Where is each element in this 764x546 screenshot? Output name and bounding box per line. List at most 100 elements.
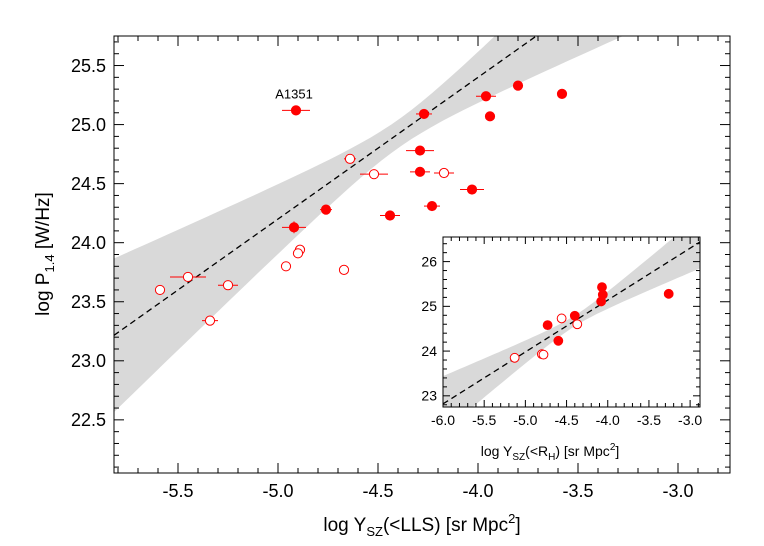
marker [292, 248, 304, 259]
main-y-axis-label: log P1.4 [W/Hz] [33, 192, 57, 316]
marker [344, 153, 356, 164]
marker [290, 105, 302, 116]
inset-fit-line [443, 241, 700, 405]
open-data-point [538, 349, 549, 360]
marker [418, 108, 430, 120]
filled-data-point [460, 184, 484, 195]
marker [480, 91, 492, 102]
y-tick-label: 24 [421, 343, 437, 359]
filled-data-point [476, 91, 496, 102]
marker [556, 313, 567, 324]
y-tick-label: 22.5 [71, 410, 106, 430]
open-data-point [202, 315, 218, 326]
open-data-point [509, 352, 520, 363]
main-data-points [154, 80, 568, 326]
x-tick-label: -5.5 [162, 481, 193, 501]
filled-data-point [416, 108, 432, 120]
marker [320, 204, 332, 215]
main-x-axis-ticks: -5.5 -5.0 -4.5 -4.0 -3.5 -3.0 [117, 36, 719, 501]
y-tick-label: 25.5 [71, 56, 106, 76]
main-x-axis-label: log YSZ(<LLS) [sr Mpc2] [323, 511, 520, 539]
filled-data-point [410, 166, 430, 177]
open-data-point [292, 248, 304, 259]
marker [553, 335, 564, 346]
inset-confidence-band [443, 237, 700, 407]
open-data-point [572, 319, 583, 330]
marker [414, 166, 426, 177]
inset-data-points [509, 282, 674, 363]
filled-data-point [424, 200, 440, 212]
marker [509, 352, 520, 363]
x-tick-label: -4.0 [462, 481, 493, 501]
filled-data-point [596, 296, 607, 307]
marker [414, 145, 426, 156]
main-annotations: A1351 [275, 87, 313, 102]
marker [426, 200, 438, 212]
marker [484, 111, 496, 122]
open-data-point [434, 167, 454, 179]
marker [288, 222, 300, 233]
marker [556, 88, 568, 99]
marker [542, 320, 553, 331]
x-tick-label: -4.5 [362, 481, 393, 501]
filled-data-point [484, 111, 496, 122]
marker [338, 264, 350, 275]
inset-x-axis-ticks: -6.0-5.5-5.0-4.5-4.0-3.5-3.0 [431, 237, 702, 428]
marker [596, 296, 607, 307]
marker [204, 315, 216, 326]
marker [538, 349, 549, 360]
x-tick-label: -5.0 [513, 412, 537, 428]
x-tick-label: -4.5 [554, 412, 578, 428]
best-fit-line [443, 241, 700, 405]
y-tick-label: 23.5 [71, 292, 106, 312]
marker [182, 271, 194, 283]
filled-data-point [512, 80, 524, 91]
open-data-point [170, 271, 206, 283]
annotation-label: A1351 [275, 87, 313, 102]
y-tick-label: 25 [421, 298, 437, 314]
filled-data-point [556, 88, 568, 99]
x-tick-label: -3.5 [637, 412, 661, 428]
y-tick-label: 24.0 [71, 233, 106, 253]
open-data-point [280, 261, 292, 272]
inset-plot-frame [442, 236, 701, 408]
x-tick-label: -3.5 [562, 481, 593, 501]
marker [569, 310, 580, 321]
main-fit-line [114, 36, 538, 336]
x-tick-label: -5.5 [472, 412, 496, 428]
x-tick-label: -4.0 [596, 412, 620, 428]
filled-data-point [406, 145, 434, 156]
marker [663, 288, 674, 299]
open-data-point [556, 313, 567, 324]
open-data-point [338, 264, 350, 275]
filled-data-point [553, 335, 564, 346]
filled-data-point [380, 210, 400, 221]
x-tick-label: -3.0 [662, 481, 693, 501]
marker [368, 169, 380, 180]
filled-data-point [282, 105, 310, 116]
open-data-point [218, 280, 238, 291]
marker [572, 319, 583, 330]
y-tick-label: 23.0 [71, 351, 106, 371]
x-tick-label: -3.0 [678, 412, 702, 428]
marker [280, 261, 292, 272]
filled-data-point [663, 288, 674, 299]
x-tick-label: -5.0 [262, 481, 293, 501]
main-confidence-band [114, 36, 624, 413]
confidence-band-area [443, 237, 700, 407]
marker [466, 184, 478, 195]
main-y-axis-ticks: 22.523.023.524.024.525.025.5 [71, 41, 730, 468]
marker [512, 80, 524, 91]
open-data-point [344, 153, 356, 164]
filled-data-point [542, 320, 553, 331]
open-data-point [360, 169, 388, 180]
filled-data-point [282, 221, 306, 234]
open-data-point [154, 284, 166, 296]
y-tick-label: 24.5 [71, 174, 106, 194]
inset-x-axis-label: log YSZ(<RH) [sr Mpc2] [481, 442, 620, 463]
y-tick-label: 26 [421, 254, 437, 270]
marker [438, 167, 450, 179]
